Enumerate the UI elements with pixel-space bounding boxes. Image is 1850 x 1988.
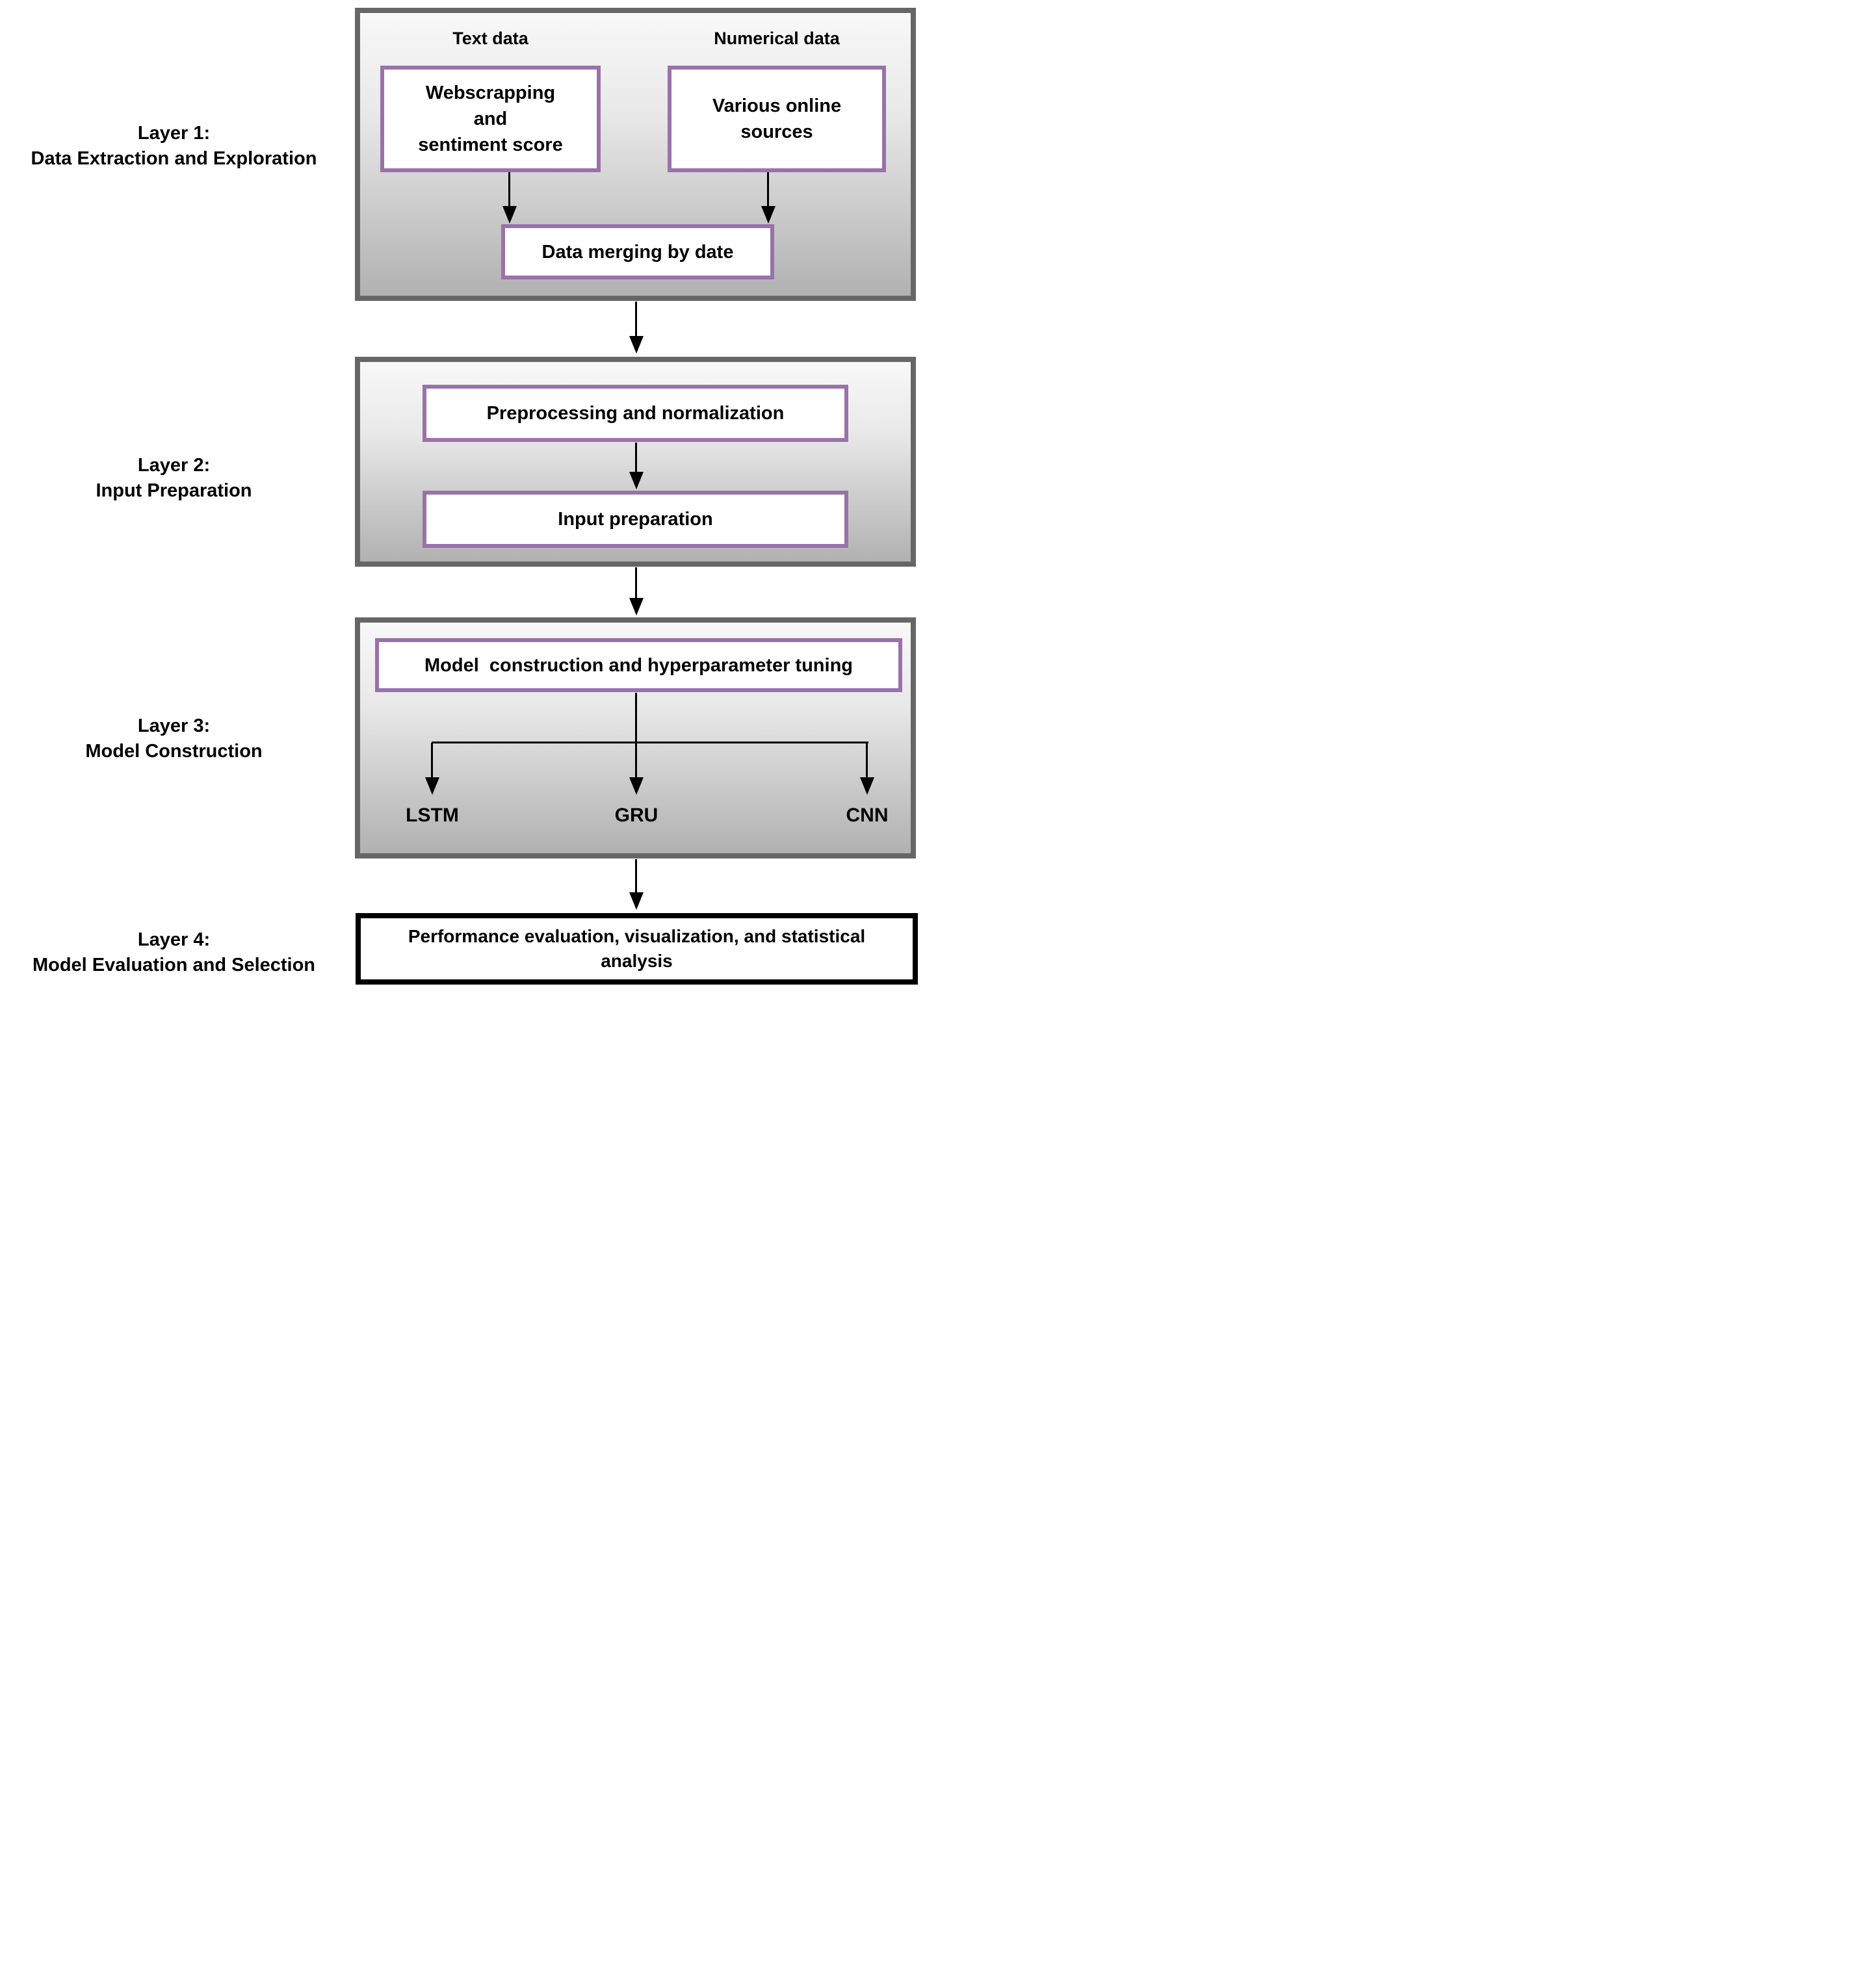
input-preparation-box: Input preparation [423,491,848,548]
arrow-to-cnn-head [860,777,874,795]
layer1-side-label-subtitle: Data Extraction and Exploration [31,148,317,169]
pipeline-diagram: Layer 1: Data Extraction and Exploration… [0,0,925,994]
performance-evaluation-box: Performance evaluation, visualization, a… [356,913,918,985]
layer2-side-label: Layer 2: Input Preparation [0,453,348,504]
layer2-side-label-title: Layer 2: [137,455,211,476]
webscrapping-sentiment-box: Webscrapping and sentiment score [380,66,601,172]
layer4-side-label: Layer 4: Model Evaluation and Selection [0,927,348,978]
layer3-side-label-title: Layer 3: [137,716,211,736]
arrow-to-gru-head [629,777,644,795]
layer2-side-label-subtitle: Input Preparation [96,480,252,501]
numerical-data-header: Numerical data [714,29,840,48]
layer1-side-label-title: Layer 1: [137,123,211,144]
text-data-header: Text data [452,29,528,48]
cnn-label: CNN [846,805,889,826]
arrow-to-gru-line [635,743,637,779]
arrow-preprocessing-to-input-line [635,443,637,474]
arrow-webscrapping-to-merge-head [502,206,517,224]
arrow-to-cnn-line [866,743,868,779]
layer4-side-label-title: Layer 4: [137,929,211,950]
various-online-sources-box: Various online sources [668,66,886,172]
arrow-to-lstm-head [425,777,439,795]
tree-trunk-line [635,693,637,743]
arrow-to-lstm-line [431,743,433,779]
layer1-side-label: Layer 1: Data Extraction and Exploration [0,121,348,172]
gru-label: GRU [614,805,658,826]
arrow-sources-to-merge-line [767,172,769,209]
layer3-side-label: Layer 3: Model Construction [0,714,348,764]
layer4-side-label-subtitle: Model Evaluation and Selection [32,955,316,975]
arrow-layer3-to-layer4-line [635,859,637,894]
arrow-layer2-to-layer3-head [629,598,644,615]
arrow-webscrapping-to-merge-line [508,172,510,209]
arrow-layer2-to-layer3-line [635,567,637,600]
arrow-preprocessing-to-input-head [629,472,644,489]
lstm-label: LSTM [406,805,459,826]
arrow-sources-to-merge-head [761,206,775,224]
layer3-side-label-subtitle: Model Construction [85,741,263,762]
arrow-layer1-to-layer2-head [629,336,644,354]
data-merging-box: Data merging by date [501,224,774,279]
preprocessing-normalization-box: Preprocessing and normalization [423,385,848,442]
arrow-layer1-to-layer2-line [635,302,637,338]
tree-horizontal-line [432,742,868,743]
model-construction-box: Model construction and hyperparameter tu… [375,638,902,692]
arrow-layer3-to-layer4-head [629,892,644,910]
